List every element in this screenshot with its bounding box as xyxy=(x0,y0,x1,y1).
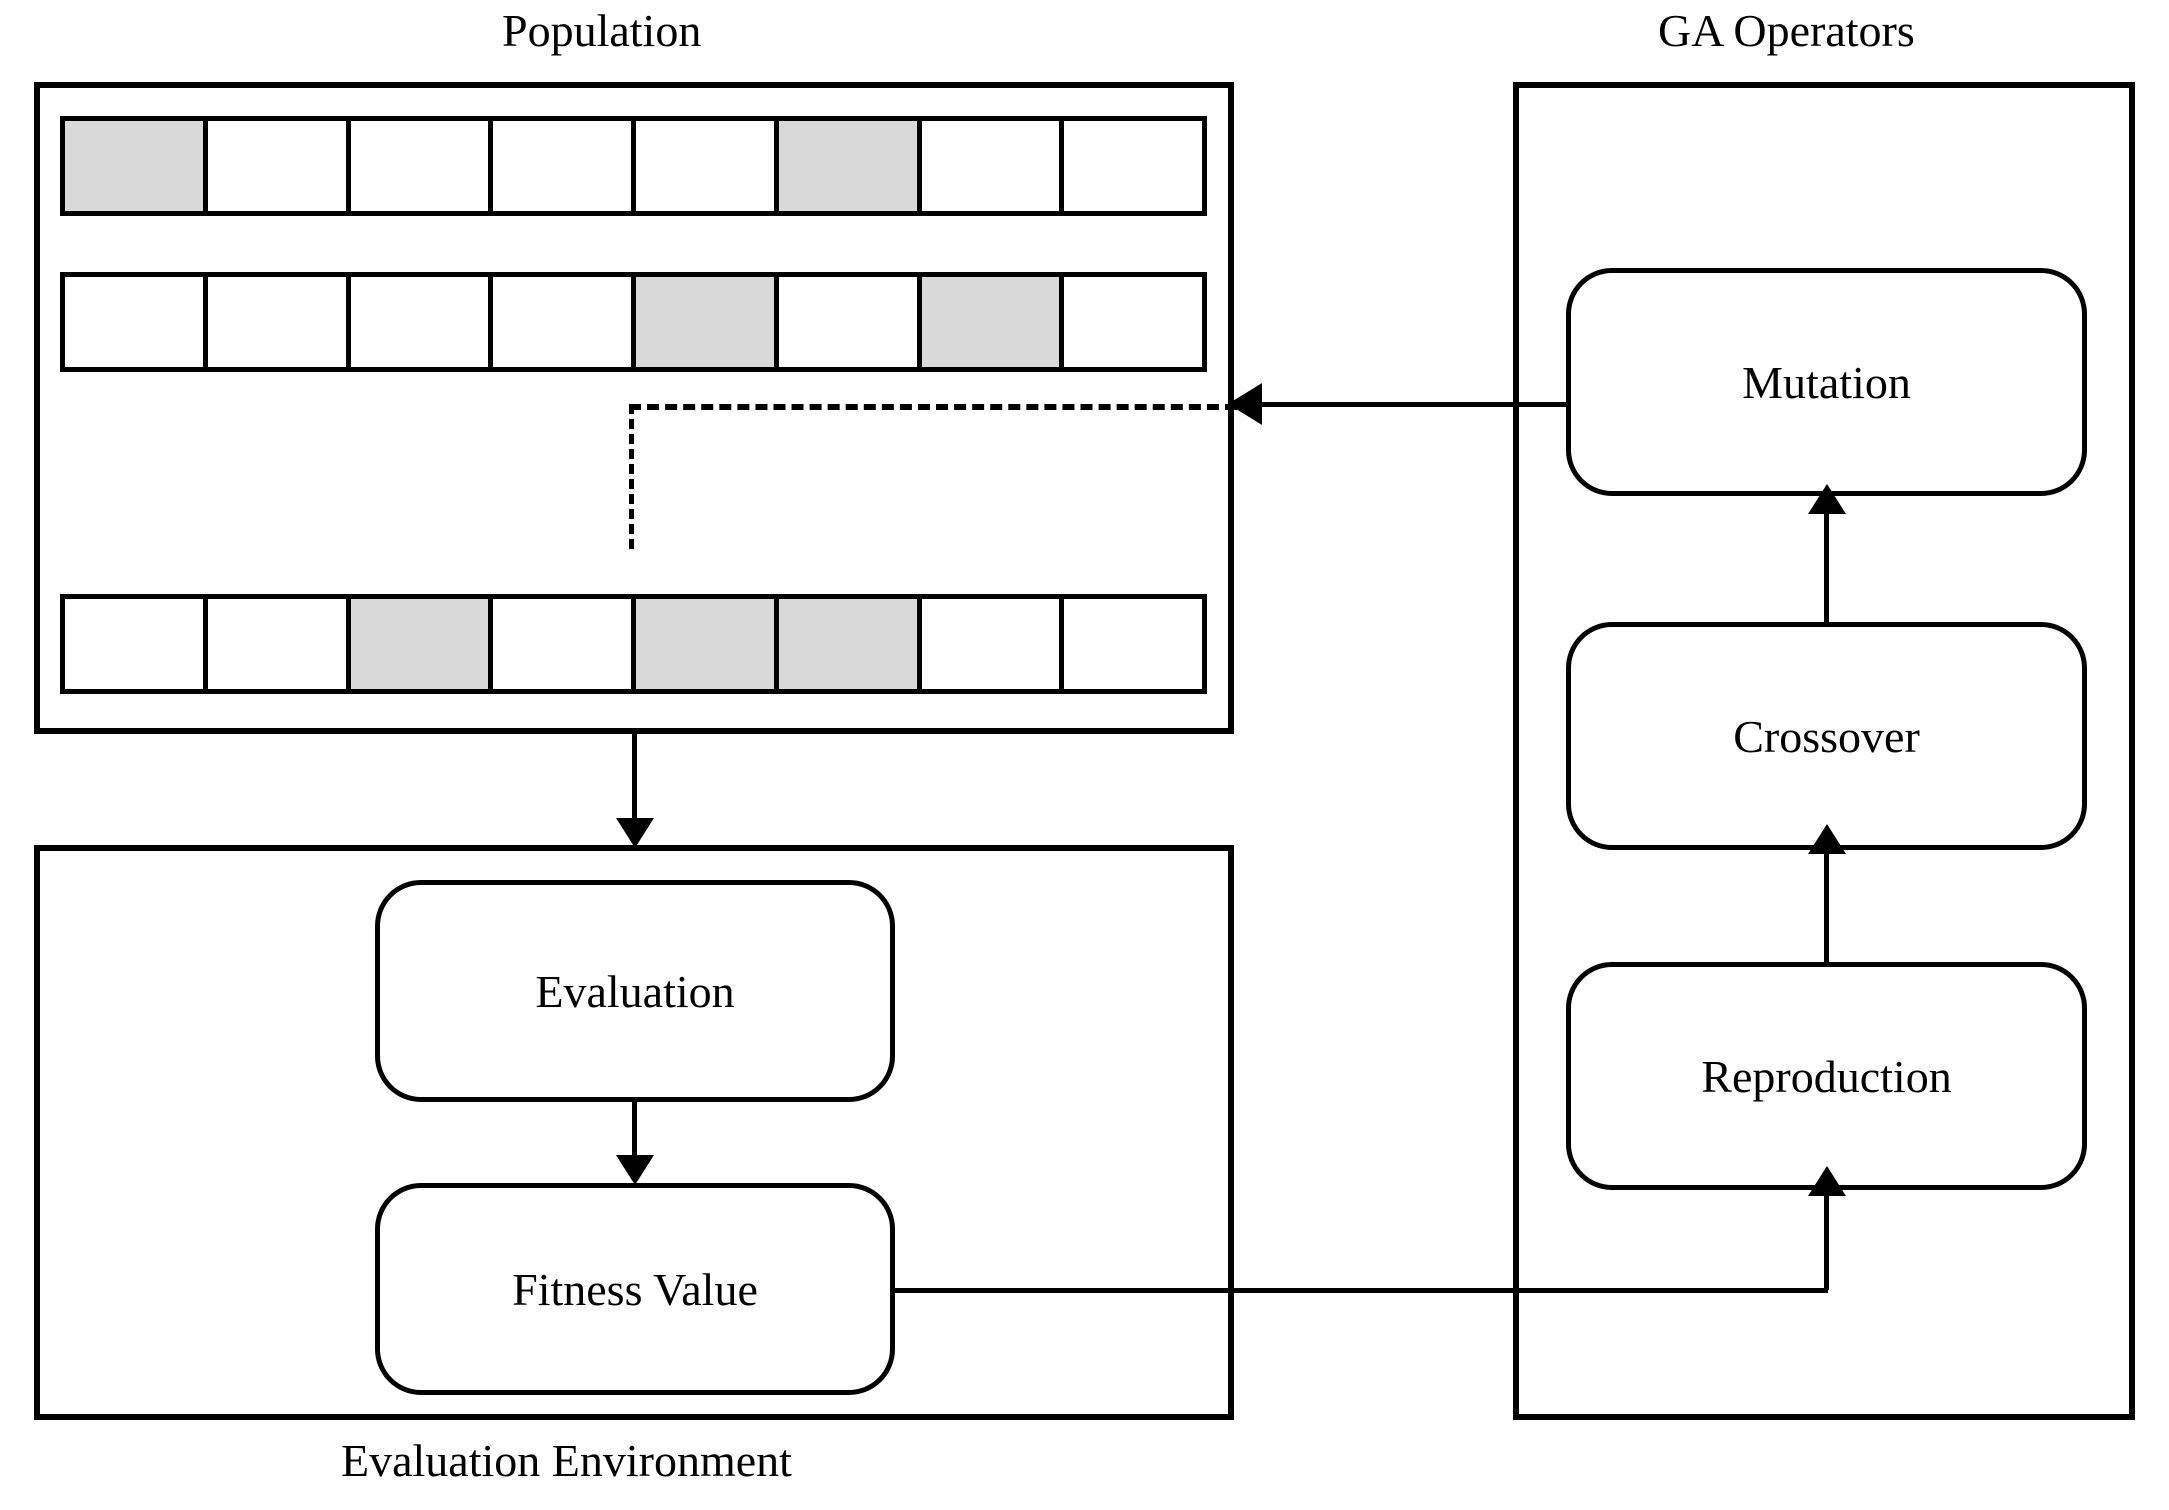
gene-cell xyxy=(493,599,636,689)
reproduction-box[interactable]: Reproduction xyxy=(1566,962,2087,1190)
gene-cell xyxy=(65,599,208,689)
crossover-to-mutation-arrowhead xyxy=(1808,484,1846,514)
crossover-label: Crossover xyxy=(1733,710,1920,762)
gene-cell xyxy=(1064,121,1202,211)
gene-cell xyxy=(207,599,351,689)
gene-cell xyxy=(778,599,922,689)
mutation-to-population-arrowhead xyxy=(1228,383,1262,425)
chromosome-row xyxy=(60,116,1207,216)
evaluation-box[interactable]: Evaluation xyxy=(375,880,895,1102)
crossover-box[interactable]: Crossover xyxy=(1566,622,2087,850)
fitness-value-box[interactable]: Fitness Value xyxy=(375,1183,895,1395)
chromosome-row xyxy=(60,272,1207,372)
fitness-to-reproduction-vertical xyxy=(1824,1192,1829,1290)
fitness-value-label: Fitness Value xyxy=(512,1263,758,1315)
gene-cell xyxy=(921,599,1065,689)
gene-cell xyxy=(636,277,779,367)
gene-cell xyxy=(493,277,636,367)
gene-cell xyxy=(636,121,779,211)
gene-cell xyxy=(778,121,922,211)
gene-cell xyxy=(207,277,351,367)
gene-cell xyxy=(1064,277,1202,367)
population-to-evaluation-arrowhead xyxy=(616,818,654,848)
mutation-feedback-dashed-horizontal xyxy=(629,404,1237,410)
gene-cell xyxy=(350,121,494,211)
ga-operators-title: GA Operators xyxy=(1658,5,1915,56)
mutation-box[interactable]: Mutation xyxy=(1566,268,2087,496)
evaluation-environment-caption: Evaluation Environment xyxy=(341,1435,792,1486)
fitness-to-reproduction-horizontal xyxy=(893,1288,1828,1293)
gene-cell xyxy=(207,121,351,211)
gene-cell xyxy=(1064,599,1202,689)
reproduction-label: Reproduction xyxy=(1701,1050,1952,1102)
population-to-evaluation-line xyxy=(632,734,637,820)
evaluation-environment-panel xyxy=(34,845,1234,1420)
reproduction-to-crossover-line xyxy=(1824,850,1829,962)
gene-cell xyxy=(493,121,636,211)
evaluation-label: Evaluation xyxy=(535,965,735,1017)
evaluation-to-fitness-line xyxy=(632,1102,637,1158)
gene-cell xyxy=(350,277,494,367)
evaluation-to-fitness-arrowhead xyxy=(616,1155,654,1185)
crossover-to-mutation-line xyxy=(1824,510,1829,622)
gene-cell xyxy=(921,121,1065,211)
mutation-label: Mutation xyxy=(1742,356,1911,408)
gene-cell xyxy=(65,277,208,367)
ga-operators-panel xyxy=(1513,82,2135,1420)
population-title: Population xyxy=(502,5,702,56)
gene-cell xyxy=(921,277,1065,367)
fitness-to-reproduction-arrowhead xyxy=(1808,1166,1846,1196)
reproduction-to-crossover-arrowhead xyxy=(1808,824,1846,854)
gene-cell xyxy=(778,277,922,367)
mutation-feedback-dashed-vertical xyxy=(629,404,634,549)
mutation-to-population-line xyxy=(1262,402,1566,407)
gene-cell xyxy=(65,121,208,211)
gene-cell xyxy=(350,599,494,689)
gene-cell xyxy=(636,599,779,689)
chromosome-row xyxy=(60,594,1207,694)
